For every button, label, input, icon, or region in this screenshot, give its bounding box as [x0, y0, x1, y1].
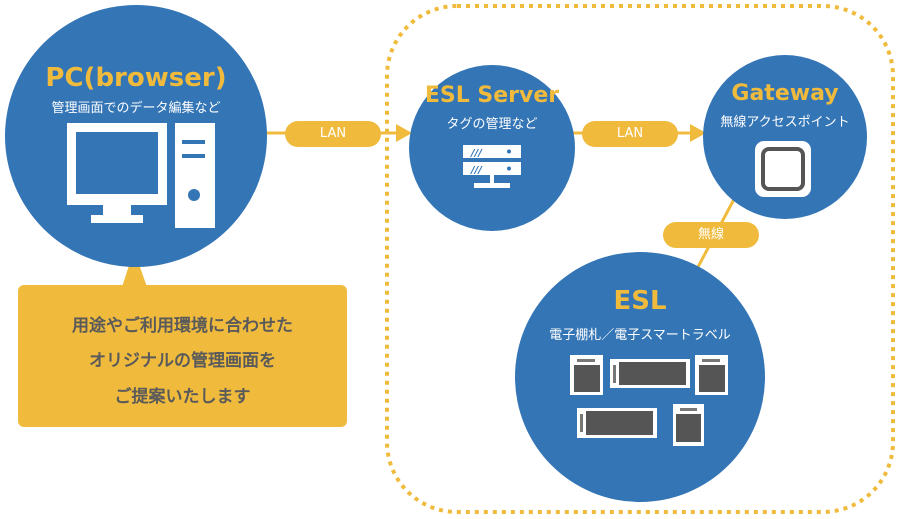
desktop-computer-icon [67, 123, 215, 228]
edge-label-server-gateway: LAN [582, 121, 678, 147]
gateway-node-subtitle: 無線アクセスポイント [720, 115, 850, 130]
server-rack-icon: /// /// [463, 145, 521, 188]
gateway-node: Gateway 無線アクセスポイント [703, 55, 867, 219]
callout-line-2: オリジナルの管理画面を [89, 351, 276, 371]
esl-node-subtitle: 電子棚札／電子スマートラベル [549, 328, 731, 343]
pc-node-subtitle: 管理画面でのデータ編集など [51, 101, 221, 116]
callout-line-1: 用途やご利用環境に合わせた [72, 316, 293, 336]
svg-text:///: /// [470, 148, 483, 159]
pc-node-title: PC(browser) [45, 63, 227, 93]
gateway-node-title: Gateway [731, 81, 839, 106]
esl-node: ESL 電子棚札／電子スマートラベル [515, 252, 765, 502]
callout-line-3: ご提案いたします [114, 387, 251, 407]
edge-server-gateway-arrowhead [690, 124, 706, 142]
edge-pc-server-arrowhead [396, 124, 412, 142]
esl-tag-small [673, 404, 704, 446]
server-node: ESL Server タグの管理など /// /// [409, 65, 575, 231]
pc-node: PC(browser) 管理画面でのデータ編集など [5, 5, 267, 267]
esl-tag-small [695, 355, 728, 395]
electronic-shelf-label-icon [570, 355, 728, 446]
svg-text:///: /// [470, 165, 483, 176]
edge-label-pc-server: LAN [285, 121, 381, 147]
esl-node-title: ESL [613, 286, 667, 316]
esl-tag-wide [610, 359, 690, 388]
edge-label-gateway-esl: 無線 [663, 222, 759, 248]
server-node-title: ESL Server [424, 83, 560, 108]
access-point-icon [755, 141, 811, 197]
callout-pointer [122, 250, 147, 287]
proposal-callout: 用途やご利用環境に合わせた オリジナルの管理画面を ご提案いたします [18, 285, 347, 427]
server-node-subtitle: タグの管理など [446, 117, 538, 132]
system-group-boundary [385, 4, 895, 514]
esl-tag-small [570, 355, 603, 395]
esl-tag-wide [577, 408, 657, 438]
